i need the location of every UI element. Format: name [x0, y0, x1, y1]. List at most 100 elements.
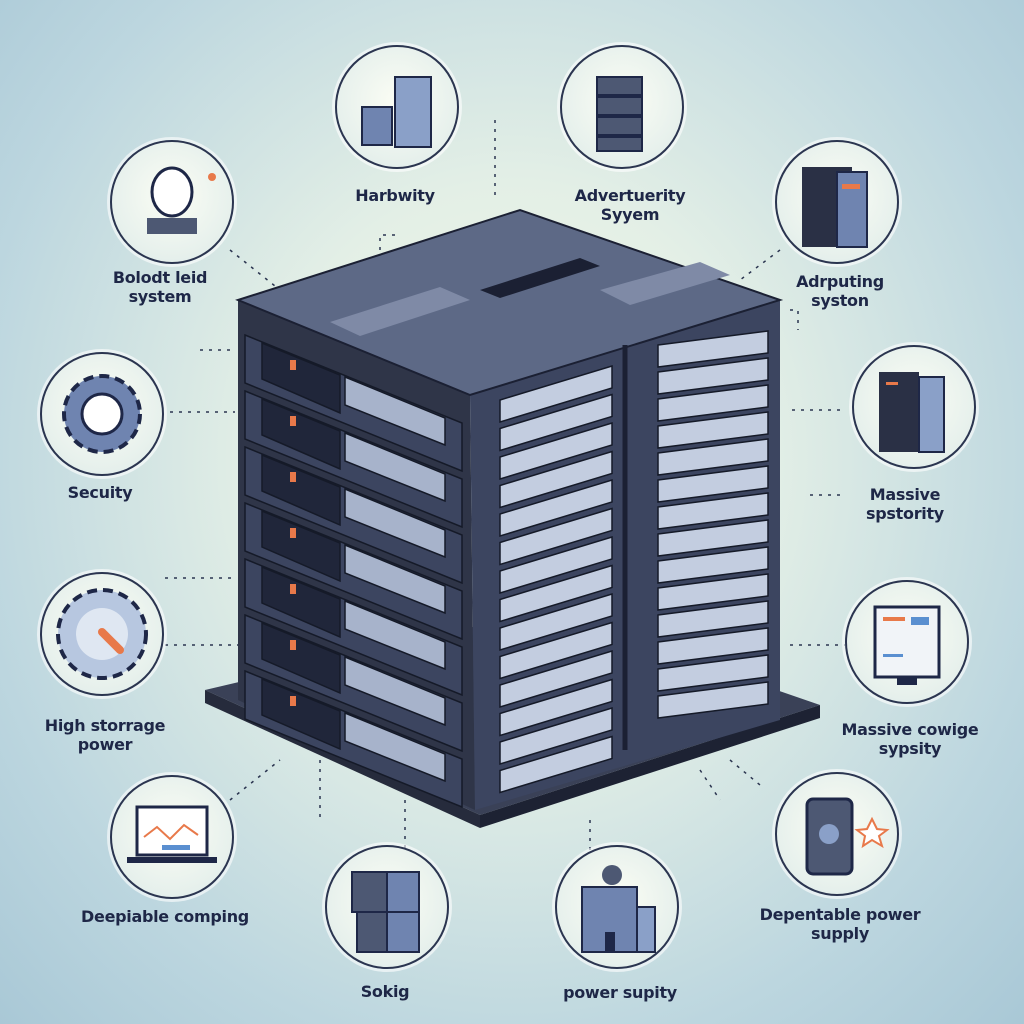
server-rack [205, 208, 820, 828]
label-line: Advertuerity [574, 186, 686, 205]
label-line: Deepiable comping [81, 907, 249, 926]
label-sokig: Sokig [361, 982, 410, 1001]
rack-unit-right [499, 592, 613, 652]
lightbulb-icon [147, 166, 216, 234]
rack-unit-vent [261, 621, 341, 695]
laptop-node [110, 775, 234, 899]
rack-unit-right [499, 507, 613, 566]
label-security: Secuity [68, 483, 133, 502]
rack-unit-right [657, 654, 769, 692]
cabinet-icon [802, 167, 868, 248]
server-cluster-icon [351, 871, 420, 953]
rack-unit-vent [261, 565, 341, 639]
rack-unit-right [657, 411, 769, 449]
rack-unit-right [657, 519, 769, 557]
rack-unit-right [657, 627, 769, 665]
rack-unit-right [499, 678, 613, 737]
status-led [290, 584, 296, 594]
rack-unit-right [657, 438, 769, 476]
rack-unit-panel [344, 599, 446, 671]
laptop-chart-icon [127, 805, 217, 863]
rack-unit-right [499, 364, 613, 424]
server-tower-node [852, 345, 976, 469]
status-led [290, 360, 296, 370]
status-led [290, 416, 296, 426]
rack-unit-right [657, 384, 769, 422]
label-deepiable-comping: Deepiable comping [81, 907, 249, 926]
label-line: Depentable power [759, 905, 921, 924]
status-led [290, 472, 296, 482]
storage-gauge-node [40, 572, 164, 696]
rack-unit-right [499, 450, 613, 509]
rack-unit-vent [261, 509, 341, 583]
rack-unit-right [499, 421, 613, 481]
drive-stack-icon [596, 76, 643, 152]
server-tower-icon [879, 372, 945, 453]
gear-icon [62, 374, 142, 454]
label-line: syston [811, 291, 869, 310]
label-line: spstority [866, 504, 944, 523]
rack-unit-right [499, 649, 613, 709]
status-led [290, 696, 296, 706]
rack-unit-right [657, 600, 769, 638]
label-line: power supity [563, 983, 677, 1002]
rack-unit-panel [344, 375, 446, 447]
dashboard-monitor-icon [873, 605, 941, 685]
server-cluster-node [325, 845, 449, 969]
cabinet-node [775, 140, 899, 264]
lightbulb-node [110, 140, 234, 264]
rack-unit-right [499, 564, 613, 623]
label-line: Harbwity [355, 186, 435, 205]
label-line: Massive [869, 485, 941, 504]
rack-unit-vent [261, 397, 341, 471]
rack-unit-vent [261, 677, 341, 751]
rack-unit-panel [344, 655, 446, 727]
rack-unit-right [657, 681, 769, 719]
rack-unit-right [657, 546, 769, 584]
label-line: sypsity [878, 739, 942, 758]
rack-unit-panel [344, 431, 446, 503]
building-node [555, 845, 679, 969]
building-icon [581, 865, 656, 953]
power-device-icon [805, 797, 890, 876]
label-harbwity: Harbwity [355, 186, 435, 205]
rack-unit-right [499, 393, 613, 452]
rack-unit-right [657, 573, 769, 611]
label-line: Bolodt leid [112, 268, 208, 287]
label-line: Sokig [360, 982, 410, 1001]
label-line: Syyem [600, 205, 660, 224]
label-line: Adrputing [796, 272, 884, 291]
rack-unit-right [499, 706, 613, 766]
connector-lines [165, 120, 845, 860]
drive-stack-node [560, 45, 684, 169]
status-led [290, 528, 296, 538]
label-power-supity: power supity [563, 983, 677, 1002]
dashboard-node [845, 580, 969, 704]
rack-unit-right [657, 357, 769, 395]
rack-unit-right [499, 735, 613, 794]
rack-unit-vent [261, 453, 341, 527]
server-blocks-icon [361, 76, 432, 148]
rack-unit-right [499, 478, 613, 538]
label-line: system [128, 287, 192, 306]
gauge-gear-icon [56, 588, 148, 680]
label-line: High storrage [44, 716, 166, 735]
power-device-node [775, 772, 899, 896]
rack-unit-right [657, 492, 769, 530]
rack-unit-right [657, 330, 769, 368]
rack-unit-panel [344, 711, 446, 783]
rack-unit-right [499, 621, 613, 680]
rack-unit-right [657, 465, 769, 503]
label-line: supply [811, 924, 869, 943]
rack-unit-panel [344, 487, 446, 559]
label-line: Massive cowige [841, 720, 979, 739]
rack-unit-vent [261, 341, 341, 415]
rack-unit-right [499, 535, 613, 595]
